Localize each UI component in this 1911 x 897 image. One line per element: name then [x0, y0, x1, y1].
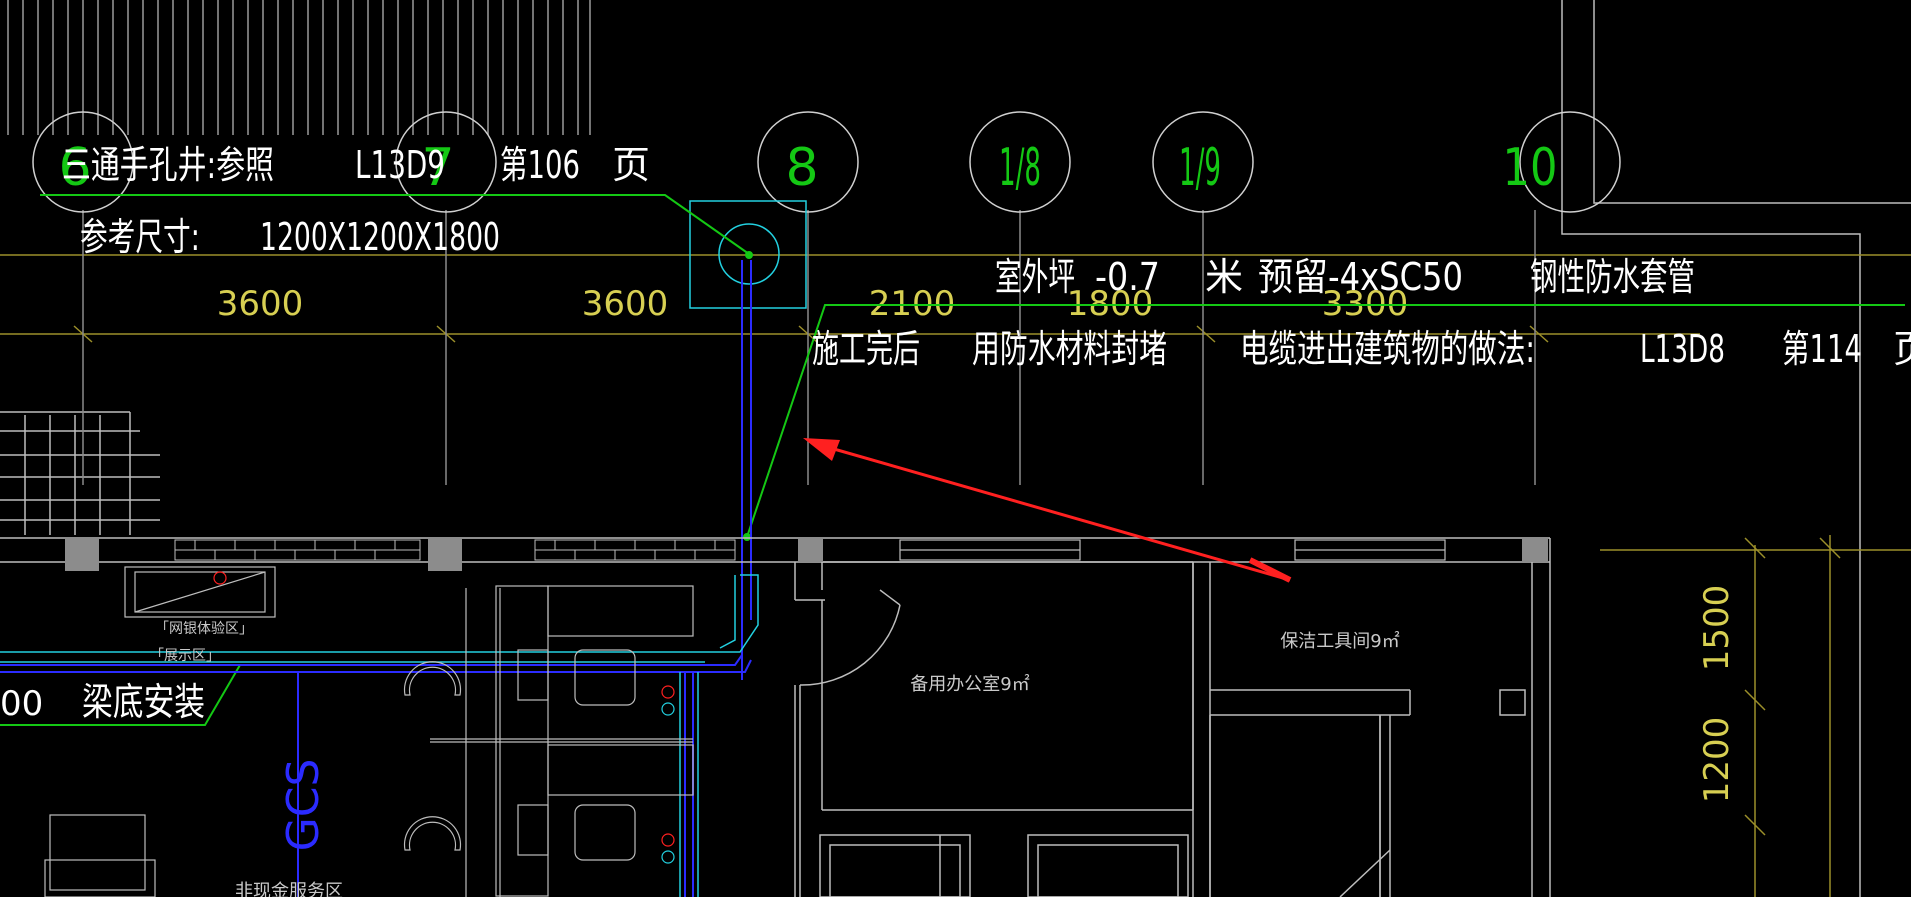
- axis-circles: [32, 111, 1621, 213]
- dimension-text-1200: 1200: [1697, 717, 1737, 804]
- axis-label-1-9: 1/9: [1179, 138, 1221, 198]
- brick-walls: [174, 539, 736, 561]
- outer-wall-lines: [1561, 0, 1911, 897]
- room-label-spare-office: 备用办公室9㎡: [910, 673, 1029, 695]
- cable-route: [0, 260, 752, 897]
- manhole-ref-prefix: 三通手孔井:参照: [62, 143, 274, 187]
- axis-label-10: 10: [1503, 138, 1558, 198]
- manhole-ref-code: L13D9: [355, 143, 445, 187]
- windows: [899, 539, 1446, 561]
- dimension-text-1500: 1500: [1697, 585, 1737, 672]
- dimension-text-3600-b: 3600: [582, 284, 669, 324]
- zone-label-service: 非现金服务区: [235, 881, 343, 897]
- red-arrow: [803, 438, 1292, 583]
- zone-label-bank: 「网银体验区」: [155, 621, 253, 637]
- outdoor-level-unit: 米: [1205, 255, 1243, 299]
- columns: [65, 537, 1548, 571]
- manhole-ref-page: 第106: [500, 143, 580, 187]
- sleeve-label: 钢性防水套管: [1530, 255, 1695, 299]
- cable-tag-gcs: GCS: [278, 759, 329, 852]
- axis-label-6: 6: [58, 138, 91, 198]
- top-hatch: [7, 0, 591, 135]
- reserve-value: -4xSC50: [1328, 255, 1463, 299]
- stair-lines: [0, 411, 160, 535]
- dimension-text-3600-a: 3600: [217, 284, 304, 324]
- beam-install-label: 梁底安装: [82, 680, 205, 724]
- cable-conduit-outline: [0, 574, 759, 897]
- seal-text: 用防水材料封堵: [972, 327, 1167, 371]
- dimension-lines: [0, 254, 1911, 897]
- outdoor-level-value: -0.7: [1095, 255, 1160, 299]
- leader-lines: [0, 194, 1905, 726]
- manhole-ref-page-unit: 页: [612, 143, 650, 187]
- walls: [0, 537, 1551, 897]
- outdoor-level-prefix: 室外坪: [995, 255, 1075, 299]
- manhole-size-value: 1200X1200X1800: [260, 215, 500, 259]
- seal-prefix: 施工完后: [812, 327, 920, 371]
- zone-label-display: 「展示区」: [150, 648, 220, 664]
- cable-ref-code: L13D8: [1640, 327, 1725, 371]
- room-label-cleaning-room: 保洁工具间9㎡: [1280, 630, 1399, 652]
- axis-label-7: 7: [421, 138, 454, 198]
- manhole-symbol: [689, 200, 807, 309]
- outlet-symbols: [213, 571, 675, 864]
- manhole-size-label: 参考尺寸:: [80, 215, 200, 259]
- axis-label-1-8: 1/8: [999, 138, 1041, 198]
- cable-method: 电缆进出建筑物的做法:: [1240, 327, 1535, 371]
- axis-label-8: 8: [785, 138, 818, 198]
- reserve-label: 预留: [1258, 255, 1328, 299]
- cable-ref-page: 第114: [1782, 327, 1862, 371]
- cable-ref-page-unit: 页: [1893, 327, 1911, 371]
- dimension-text-left-partial: 00: [0, 684, 43, 724]
- stair-rail: [1339, 715, 1391, 897]
- furniture: [44, 566, 694, 897]
